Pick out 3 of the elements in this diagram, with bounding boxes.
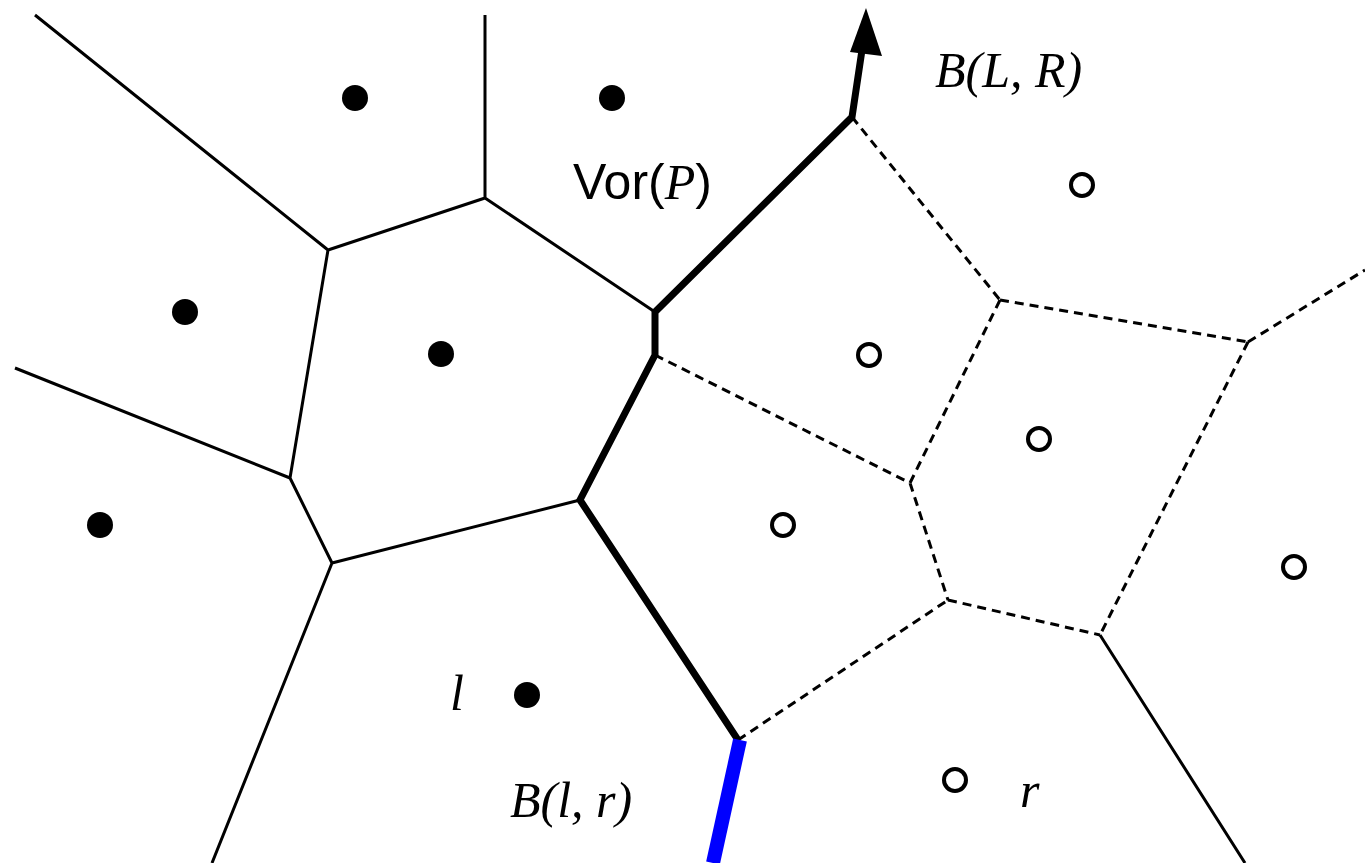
math-label: l: [450, 668, 464, 718]
math-label: r: [1020, 765, 1040, 815]
math-label: Vor(P): [573, 157, 712, 207]
